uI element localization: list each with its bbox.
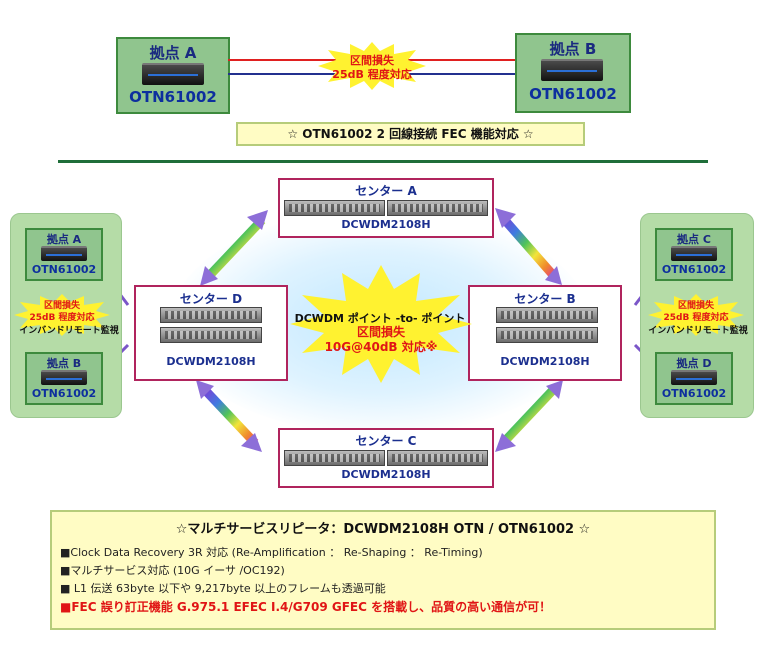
otn-device-icon xyxy=(671,370,717,385)
left-site-a-model: OTN61002 xyxy=(31,263,97,276)
section-divider xyxy=(58,160,708,163)
center-b-title: センター B xyxy=(514,292,576,306)
left-loss-label-2: 25dB 程度対応 xyxy=(29,313,95,323)
right-site-c: 拠点 C OTN61002 xyxy=(655,228,733,281)
left-loss-label-1: 区間損失 xyxy=(43,301,80,311)
wdm-rack-icon xyxy=(160,307,262,323)
wdm-rack-icon xyxy=(387,450,488,466)
top-caption: ☆ OTN61002 2 回線接続 FEC 機能対応 ☆ xyxy=(236,122,585,146)
center-burst xyxy=(290,265,472,383)
center-c-box: センター C DCWDM2108H xyxy=(278,428,494,488)
left-site-b-title: 拠点 B xyxy=(46,357,82,370)
feature-title: ☆マルチサービスリピータ：DCWDM2108H OTN / OTN61002 ☆ xyxy=(175,522,591,537)
burst-line-3: 10G@40dB 対応※ xyxy=(324,340,438,354)
otn-device-icon xyxy=(541,59,603,81)
center-d-model: DCWDM2108H xyxy=(166,355,256,368)
top-loss-label-2: 25dB 程度対応 xyxy=(332,68,412,81)
wdm-rack-icon xyxy=(284,200,385,216)
right-monitor-label: インバンドリモート監視 xyxy=(648,326,748,336)
feature-item: ■Clock Data Recovery 3R 対応 (Re-Amplifica… xyxy=(60,546,483,559)
wdm-rack-icon xyxy=(496,307,598,323)
left-loss-burst xyxy=(14,294,110,336)
right-site-d: 拠点 D OTN61002 xyxy=(655,352,733,405)
burst-line-1: DCWDM ポイント -to- ポイント xyxy=(294,312,466,325)
wdm-rack-icon xyxy=(284,450,385,466)
site-b-model: OTN61002 xyxy=(529,85,617,103)
otn-device-icon xyxy=(41,246,87,261)
center-d-box: センター D DCWDM2108H xyxy=(134,285,288,381)
right-site-c-title: 拠点 C xyxy=(677,233,711,246)
feature-item: ■マルチサービス対応 (10G イーサ /OC192) xyxy=(60,564,285,577)
burst-line-2: 区間損失 xyxy=(356,325,405,339)
center-c-title: センター C xyxy=(355,434,417,448)
wdm-rack-icon xyxy=(160,327,262,343)
site-b-top: 拠点 B OTN61002 xyxy=(515,33,631,113)
center-a-model: DCWDM2108H xyxy=(341,218,431,231)
feature-item: ■ L1 伝送 63byte 以下や 9,217byte 以上のフレームも透過可… xyxy=(60,582,386,595)
center-a-box: センター A DCWDM2108H xyxy=(278,178,494,238)
top-loss-burst xyxy=(318,42,426,90)
top-loss-label-1: 区間損失 xyxy=(350,54,394,67)
left-site-b-model: OTN61002 xyxy=(31,387,97,400)
site-a-title: 拠点 A xyxy=(149,44,197,62)
right-loss-label-1: 区間損失 xyxy=(677,301,714,311)
feature-box: ☆マルチサービスリピータ：DCWDM2108H OTN / OTN61002 ☆… xyxy=(50,510,716,630)
center-b-model: DCWDM2108H xyxy=(500,355,590,368)
left-site-b: 拠点 B OTN61002 xyxy=(25,352,103,405)
right-site-c-model: OTN61002 xyxy=(661,263,727,276)
otn-device-icon xyxy=(142,63,204,85)
right-site-d-model: OTN61002 xyxy=(661,387,727,400)
wdm-rack-icon xyxy=(496,327,598,343)
otn-device-icon xyxy=(41,370,87,385)
right-loss-label-2: 25dB 程度対応 xyxy=(663,313,729,323)
right-site-d-title: 拠点 D xyxy=(676,357,712,370)
center-b-box: センター B DCWDM2108H xyxy=(468,285,622,381)
left-site-a-title: 拠点 A xyxy=(46,233,82,246)
feature-highlight: ■FEC 誤り訂正機能 G.975.1 EFEC I.4/G709 GFEC を… xyxy=(60,600,552,614)
site-a-top: 拠点 A OTN61002 xyxy=(116,37,230,114)
site-b-title: 拠点 B xyxy=(549,40,597,58)
left-monitor-label: インバンドリモート監視 xyxy=(19,326,119,336)
site-a-model: OTN61002 xyxy=(129,88,217,106)
center-a-title: センター A xyxy=(355,184,417,198)
left-site-a: 拠点 A OTN61002 xyxy=(25,228,103,281)
wdm-rack-icon xyxy=(387,200,488,216)
right-loss-burst xyxy=(648,294,744,336)
center-c-model: DCWDM2108H xyxy=(341,468,431,481)
otn-device-icon xyxy=(671,246,717,261)
center-d-title: センター D xyxy=(179,292,243,306)
